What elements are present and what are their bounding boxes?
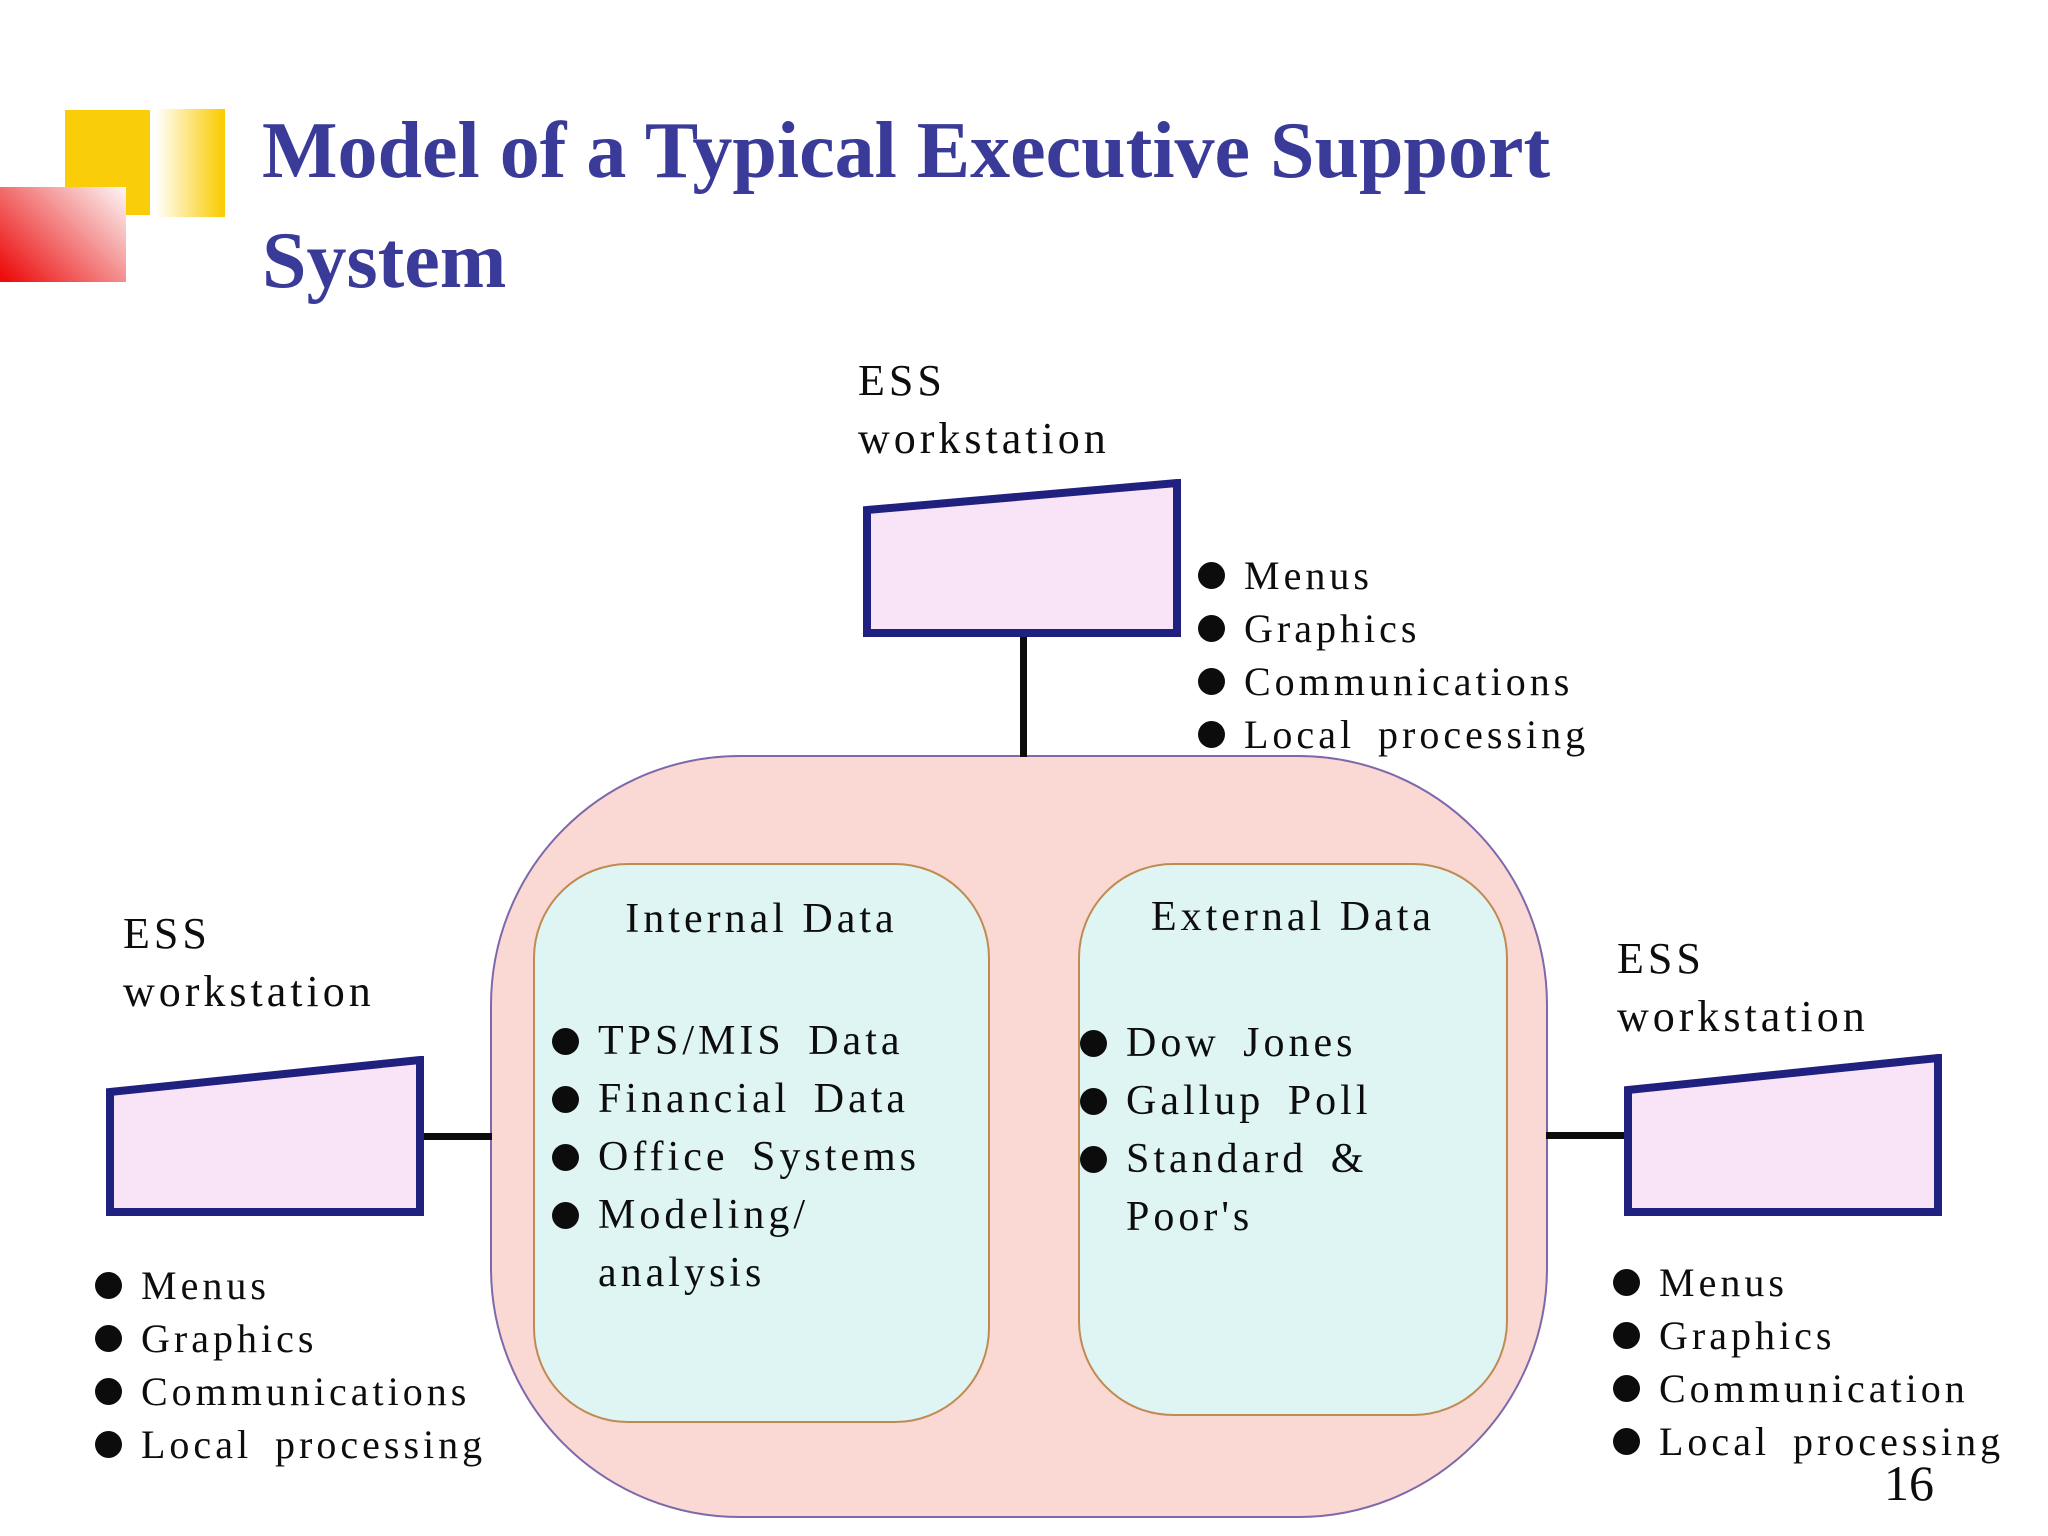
internal-data-list: TPS/MIS Data Financial Data Office Syste… xyxy=(552,1012,920,1302)
label-line: ESS xyxy=(858,356,946,405)
top-workstation-monitor-shape xyxy=(863,479,1181,637)
right-workstation-label: ESS workstation xyxy=(1617,930,1869,1046)
label-line: workstation xyxy=(123,967,375,1016)
slide-title-line2: System xyxy=(262,217,507,305)
internal-data-title: Internal Data xyxy=(625,896,898,942)
bullet-icon xyxy=(1080,1029,1107,1057)
list-item: TPS/MIS Data xyxy=(552,1012,920,1070)
slide-title-line1: Model of a Typical Executive Support xyxy=(262,107,1551,195)
bullet-icon xyxy=(1080,1145,1107,1173)
bullet-icon xyxy=(1198,562,1225,589)
list-item: Graphics xyxy=(1613,1309,2004,1362)
bullet-icon xyxy=(552,1143,579,1171)
bullet-icon xyxy=(552,1201,579,1229)
list-item: Local processing xyxy=(95,1418,486,1471)
right-workstation-monitor-shape xyxy=(1624,1054,1942,1216)
bullet-icon xyxy=(1613,1322,1640,1349)
top-workstation-label: ESS workstation xyxy=(858,352,1110,468)
label-line: ESS xyxy=(123,909,211,958)
label-line: ESS xyxy=(1617,934,1705,983)
connector-right-workstation xyxy=(1546,1132,1628,1139)
bullet-icon xyxy=(95,1325,122,1352)
list-item-continuation: analysis xyxy=(598,1250,766,1296)
list-item: Graphics xyxy=(95,1312,486,1365)
decor-red-gradient-square xyxy=(0,187,126,282)
bullet-icon xyxy=(1080,1087,1107,1115)
bullet-icon xyxy=(95,1272,122,1299)
bullet-icon xyxy=(552,1085,579,1113)
bullet-icon xyxy=(1613,1269,1640,1296)
list-item: Communication xyxy=(1613,1362,2004,1415)
bullet-icon xyxy=(552,1027,579,1055)
list-item: Communications xyxy=(95,1365,486,1418)
bullet-icon xyxy=(1198,668,1225,695)
decor-yellow-gradient-square xyxy=(154,109,225,217)
label-line: workstation xyxy=(858,414,1110,463)
external-data-list: Dow Jones Gallup Poll Standard & Poor's xyxy=(1080,1014,1372,1246)
list-item: Office Systems xyxy=(552,1128,920,1186)
connector-left-workstation xyxy=(418,1133,492,1140)
list-item: Local processing xyxy=(1613,1415,2004,1468)
page-number: 16 xyxy=(1884,1455,1934,1511)
list-item: Financial Data xyxy=(552,1070,920,1128)
left-workstation-feature-list: Menus Graphics Communications Local proc… xyxy=(95,1259,486,1471)
bullet-icon xyxy=(1198,615,1225,642)
list-item: Standard & xyxy=(1080,1130,1372,1188)
bullet-icon xyxy=(1613,1375,1640,1402)
label-line: workstation xyxy=(1617,992,1869,1041)
external-data-box xyxy=(1078,863,1508,1416)
top-workstation-feature-list: Menus Graphics Communications Local proc… xyxy=(1198,549,1589,761)
bullet-icon xyxy=(1198,721,1225,748)
bullet-icon xyxy=(95,1378,122,1405)
list-item: Local processing xyxy=(1198,708,1589,761)
list-item: Communications xyxy=(1198,655,1589,708)
right-workstation-feature-list: Menus Graphics Communication Local proce… xyxy=(1613,1256,2004,1468)
list-item: Gallup Poll xyxy=(1080,1072,1372,1130)
list-item-continuation: Poor's xyxy=(1126,1194,1254,1240)
slide-title: Model of a Typical Executive Support Sys… xyxy=(262,96,1892,316)
list-item: Menus xyxy=(1613,1256,2004,1309)
list-item: Graphics xyxy=(1198,602,1589,655)
left-workstation-monitor-shape xyxy=(106,1056,424,1216)
list-item: Dow Jones xyxy=(1080,1014,1372,1072)
bullet-icon xyxy=(1613,1428,1640,1455)
external-data-title: External Data xyxy=(1150,894,1436,940)
internal-data-box xyxy=(533,863,990,1423)
bullet-icon xyxy=(95,1431,122,1458)
list-item: Menus xyxy=(1198,549,1589,602)
left-workstation-label: ESS workstation xyxy=(123,905,375,1021)
list-item: Menus xyxy=(95,1259,486,1312)
list-item: Modeling/ xyxy=(552,1186,920,1244)
connector-top-workstation xyxy=(1020,630,1027,757)
